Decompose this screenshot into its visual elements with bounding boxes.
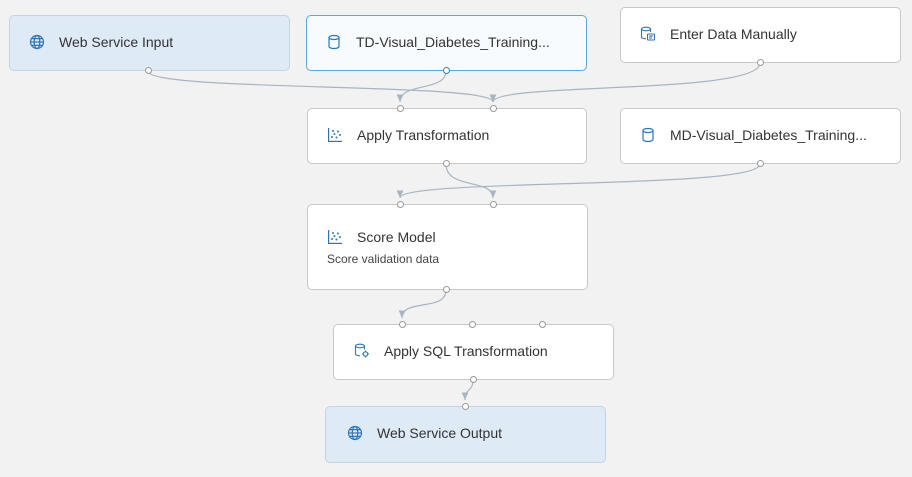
input-port[interactable] [462,403,469,410]
module-label: Apply SQL Transformation [384,343,548,359]
module-td-dataset[interactable]: TD-Visual_Diabetes_Training... [306,15,587,74]
module-score-model[interactable]: Score Model Score validation data [307,201,588,293]
module-apply-transformation[interactable]: Apply Transformation [307,105,587,167]
connection-md-dataset-to-score-model [396,163,761,199]
connection-wsinput-to-apply-transformation [147,70,497,103]
module-web-service-output[interactable]: Web Service Output [325,403,606,463]
module-header: Apply SQL Transformation [353,342,548,360]
connection-sql-transformation-to-ws-output [461,379,474,401]
input-port-1[interactable] [397,201,404,208]
database-gear-icon [353,342,371,360]
connection-score-model-to-sql-transformation [398,289,447,319]
module-label: MD-Visual_Diabetes_Training... [670,127,867,143]
output-port[interactable] [470,376,477,383]
input-port-1[interactable] [397,105,404,112]
output-port[interactable] [443,160,450,167]
module-header: Apply Transformation [326,126,489,144]
output-port[interactable] [757,160,764,167]
input-port-2[interactable] [490,105,497,112]
module-enter-data-manually[interactable]: Enter Data Manually [620,7,901,66]
module-label: Web Service Output [377,425,503,441]
module-label: Web Service Input [59,34,174,50]
module-header: Enter Data Manually [639,25,797,43]
output-port[interactable] [757,59,764,66]
globe-icon [28,33,46,51]
input-port-1[interactable] [399,321,406,328]
module-header: Web Service Input [28,33,173,51]
module-header: MD-Visual_Diabetes_Training... [639,126,867,144]
module-comment: Score validation data [327,252,440,266]
data-entry-icon [639,25,657,43]
input-port-2[interactable] [469,321,476,328]
module-header: TD-Visual_Diabetes_Training... [325,33,550,51]
output-port[interactable] [443,67,450,74]
module-label: TD-Visual_Diabetes_Training... [356,34,550,50]
module-header: Score Model [326,228,436,246]
input-port-3[interactable] [539,321,546,328]
connection-apply-transformation-to-score-model [445,163,497,199]
module-header: Web Service Output [346,424,502,442]
database-icon [325,33,343,51]
scatter-icon [326,228,344,246]
globe-icon [346,424,364,442]
module-web-service-input[interactable]: Web Service Input [9,15,290,74]
module-label: Score Model [357,229,436,245]
module-apply-sql-transformation[interactable]: Apply SQL Transformation [333,321,614,383]
output-port[interactable] [443,286,450,293]
connection-td-dataset-to-apply-transformation [396,70,447,103]
module-label: Apply Transformation [357,127,490,143]
module-md-dataset[interactable]: MD-Visual_Diabetes_Training... [620,108,901,167]
input-port-2[interactable] [490,201,497,208]
scatter-icon [326,126,344,144]
output-port[interactable] [145,67,152,74]
database-icon [639,126,657,144]
module-label: Enter Data Manually [670,26,797,42]
